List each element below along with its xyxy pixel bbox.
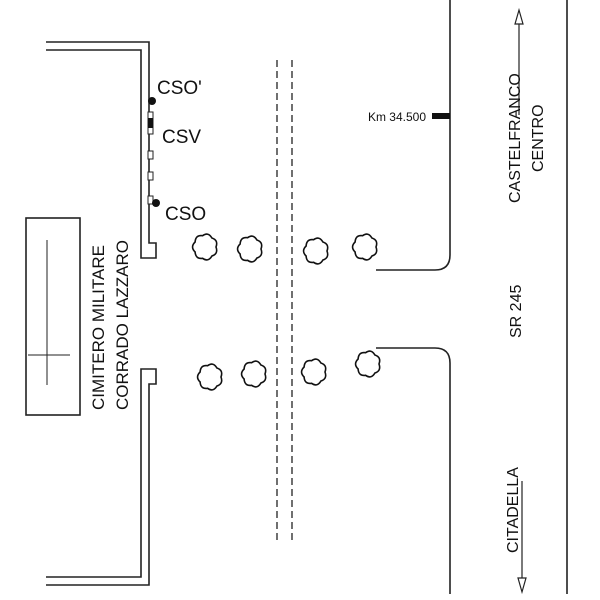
trees [191,233,381,391]
label-cso-prime: CSO' [157,78,202,99]
cso-prime-sensor-icon [148,97,156,105]
cso-sensor-icon [152,199,160,207]
cemetery-name-line2: CORRADO LAZZARO [113,240,132,410]
tree-icon [300,358,327,386]
tree-icon [302,237,329,265]
road-edge-south [376,347,451,594]
cemetery-wall-top-outer [46,41,157,259]
wall-marker [147,195,154,205]
tree-icon [196,363,223,391]
destination-north-line2: CENTRO [530,104,547,172]
road-edge-north [376,0,451,271]
cemetery-building [25,217,81,416]
destination-north-line1: CASTELFRANCO [507,73,524,203]
arrow-up-icon [514,7,524,25]
tree-icon [351,233,378,261]
cemetery-wall-bottom [46,368,157,586]
wall-marker [147,171,154,181]
tree-icon [240,360,267,388]
arrow-down-icon [517,577,527,595]
cemetery-name-line1: CIMITERO MILITARE [89,245,108,410]
km-marker-label: Km 34.500 [368,110,426,124]
km-marker-icon [432,113,450,119]
tree-icon [191,233,218,261]
destination-south: CITADELLA [505,467,522,553]
label-csv: CSV [162,127,201,148]
wall-marker [147,150,154,160]
tree-icon [236,235,263,263]
label-cso: CSO [165,204,206,225]
road-name: SR 245 [508,285,525,338]
tree-icon [354,350,381,378]
csv-sensor-icon [148,118,153,128]
